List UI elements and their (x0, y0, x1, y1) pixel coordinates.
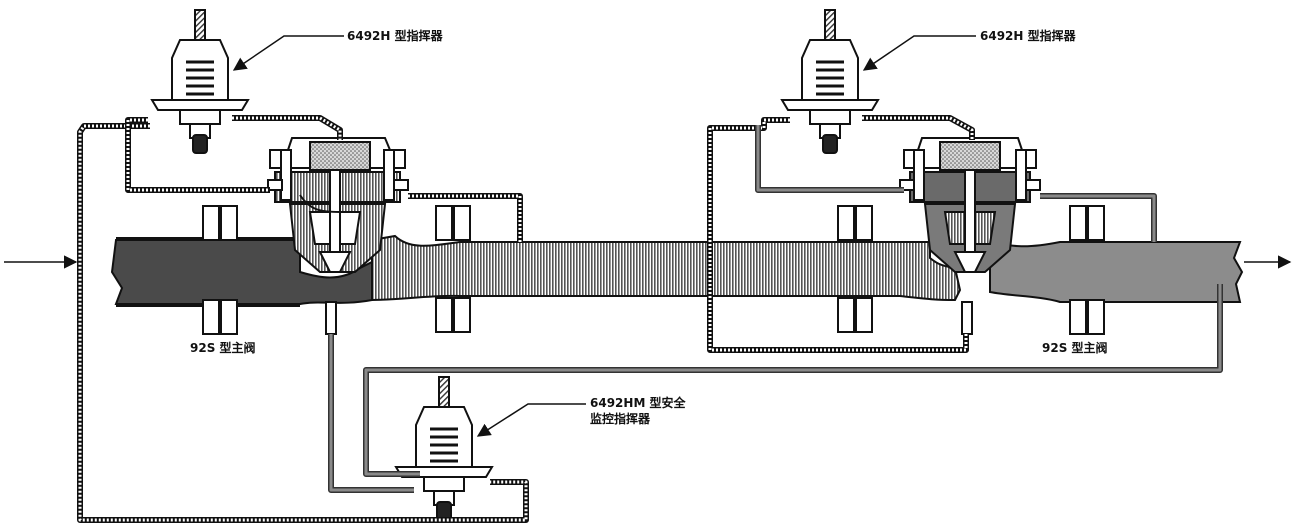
main-valve-left (267, 137, 409, 335)
pipeline (110, 234, 1244, 307)
pilot-right (780, 8, 880, 155)
main-valve-right (899, 137, 1041, 335)
monitor-pilot-label-line2: 监控指挥器 (590, 412, 651, 426)
main-valve-right-label: 92S 型主阀 (1042, 341, 1108, 355)
intermediate-pipe (371, 234, 962, 302)
monitor-pilot-label-line1: 6492HM 型安全 (590, 396, 686, 410)
pilot-monitor (394, 375, 494, 522)
pilot-left-label: 6492H 型指挥器 (347, 29, 443, 43)
pilot-right-label: 6492H 型指挥器 (980, 29, 1076, 43)
main-valve-left-label: 92S 型主阀 (190, 341, 256, 355)
outlet-pipe (989, 238, 1244, 303)
leader-lines (232, 35, 976, 437)
flanges (202, 205, 1105, 335)
pilot-left (150, 9, 250, 154)
control-lines (77, 115, 1223, 523)
